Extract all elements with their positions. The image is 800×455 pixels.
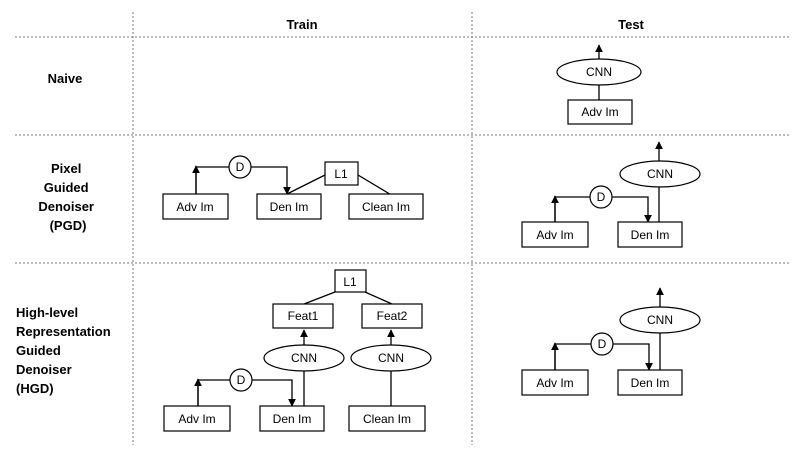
hgd-train-feat1-label: Feat1 [288,309,319,323]
hgd-train-feat2-label: Feat2 [377,309,408,323]
pgd-test-den-im-node [617,221,683,248]
pgd-test-d-to-den [612,196,652,223]
hgd-train-l1-to-feat1 [303,291,336,305]
pgd-train-denoiser-label: D [236,160,245,174]
hgd-train-den-im-node [259,405,325,432]
pgd-train-diagram: D L1 Adv Im Den Im Clean Im [162,155,424,220]
naive-cnn-label: CNN [586,65,612,79]
pgd-train-clean-to-l1 [357,174,394,197]
naive-adv-im-label: Adv Im [581,105,618,119]
pgd-train-l1-label: L1 [334,167,348,181]
pgd-test-diagram: CNN D Adv Im Den Im [521,141,701,248]
hgd-test-cnn-node [619,306,701,334]
pgd-test-adv-im-label: Adv Im [536,228,573,242]
header-test: Test [618,17,644,32]
pgd-train-clean-im-node [348,193,424,220]
hgd-test-denoiser-node [590,332,614,356]
pgd-test-denoiser-node [589,185,613,209]
pgd-train-adv-im-node [162,193,229,220]
pgd-train-d-to-den [251,166,291,195]
pgd-train-adv-im-label: Adv Im [176,200,213,214]
hgd-train-d-to-den [252,379,296,407]
hgd-train-cnn-node-2 [350,344,432,372]
row-label-hgd: High-level Representation Guided Denoise… [16,305,114,396]
naive-cnn-node [556,58,642,86]
row-label-pgd: Pixel Guided Denoiser (PGD) [38,161,97,233]
pgd-train-den-im-node [256,193,322,220]
hgd-train-l1-to-feat2 [364,291,393,305]
pgd-train-den-im-label: Den Im [270,200,309,214]
pgd-test-adv-to-d [554,196,590,222]
hgd-train-denoiser-label: D [237,373,246,387]
hgd-train-adv-im-label: Adv Im [178,412,215,426]
pgd-test-cnn-node [619,160,701,188]
hgd-train-clean-im-label: Clean Im [363,412,411,426]
row-label-naive: Naive [48,71,83,86]
pgd-test-denoiser-label: D [597,190,606,204]
hgd-test-adv-im-node [521,369,589,396]
header-train: Train [286,17,317,32]
naive-test-diagram: CNN Adv Im [556,44,642,125]
hgd-train-l1-node [334,269,367,293]
pgd-train-clean-im-label: Clean Im [362,200,410,214]
hgd-train-diagram: L1 Feat1 Feat2 CNN CNN D Adv Im Den Im C… [163,269,432,432]
hgd-test-denoiser-label: D [598,337,607,351]
hgd-train-denoiser-node [229,368,253,392]
hgd-train-adv-im-node [163,405,231,432]
hgd-train-clean-im-node [348,405,426,432]
pgd-test-cnn-label: CNN [647,167,673,181]
hgd-test-diagram: CNN D Adv Im Den Im [521,287,701,396]
pgd-train-denoiser-node [228,155,252,179]
pgd-train-den-to-l1 [286,174,326,195]
hgd-test-den-im-label: Den Im [631,376,670,390]
naive-adv-im-node [567,99,633,125]
hgd-train-feat2-node [361,303,423,329]
table-grid [15,12,790,445]
hgd-train-feat1-node [272,303,334,329]
pgd-train-l1-node [324,161,359,186]
pgd-test-den-im-label: Den Im [631,228,670,242]
hgd-train-l1-label: L1 [343,275,357,289]
hgd-train-cnn-label-1: CNN [291,351,317,365]
hgd-test-den-im-node [617,369,683,396]
hgd-test-cnn-label: CNN [647,313,673,327]
hgd-train-cnn-label-2: CNN [378,351,404,365]
pgd-train-adv-to-d [195,166,229,194]
hgd-train-adv-to-d [197,379,230,406]
hgd-train-den-im-label: Den Im [273,412,312,426]
pgd-test-adv-im-node [521,221,589,248]
hgd-test-adv-to-d [554,343,591,370]
hgd-test-d-to-den [613,343,653,371]
hgd-test-adv-im-label: Adv Im [536,376,573,390]
hgd-train-cnn-node-1 [263,344,345,372]
